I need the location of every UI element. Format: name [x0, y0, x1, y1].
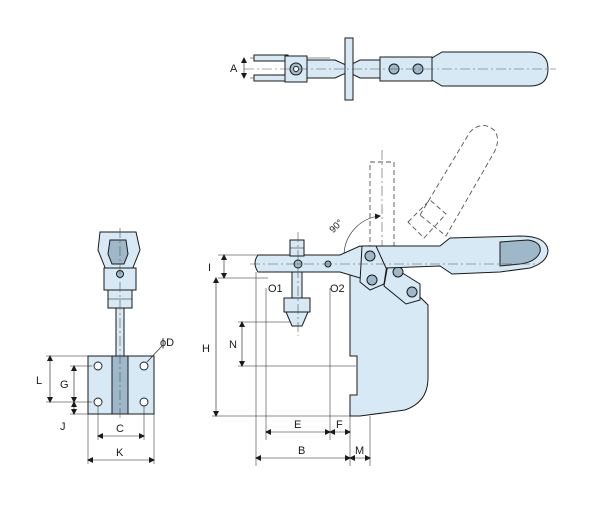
label-o1: O1 [268, 283, 283, 295]
label-f: F [336, 419, 343, 431]
front-hole-tr [139, 361, 149, 371]
side-spindle-tip [285, 311, 309, 327]
top-handle [431, 51, 549, 87]
label-g: G [60, 379, 69, 391]
label-angle: 90° [328, 217, 346, 235]
label-o2: O2 [330, 283, 345, 295]
ghost-handle [419, 125, 498, 237]
front-hole-tl [93, 361, 103, 371]
label-e: E [294, 419, 301, 431]
label-n: N [229, 339, 237, 351]
side-spindle-neck [291, 271, 303, 299]
side-view: 90° O1 O2 [202, 125, 549, 466]
label-b: B [298, 445, 305, 457]
side-handle-grip [499, 239, 541, 267]
label-i: I [208, 262, 211, 274]
label-j: J [60, 421, 66, 433]
label-d: ϕD [160, 337, 174, 349]
label-c: C [116, 423, 124, 435]
pivot-upper [364, 250, 376, 262]
pivot-lower [366, 274, 378, 286]
label-m: M [355, 445, 364, 457]
ghost-link [407, 199, 447, 239]
label-l: L [36, 375, 42, 387]
label-k: K [116, 447, 124, 459]
front-hole-br [139, 397, 149, 407]
side-spindle-nut [283, 297, 311, 313]
label-a: A [230, 63, 238, 75]
label-h: H [202, 343, 210, 355]
top-prong-lower [253, 74, 289, 82]
pivot-link-2 [406, 286, 418, 298]
front-hole-bl [93, 397, 103, 407]
angle-arc [343, 213, 381, 257]
top-prong-upper [253, 54, 289, 62]
leader-d [146, 345, 163, 363]
front-view: ϕD L G J C K [36, 228, 174, 464]
front-handle-inner [107, 239, 129, 265]
top-view: A [230, 37, 556, 101]
pivot-link-1 [392, 266, 404, 278]
